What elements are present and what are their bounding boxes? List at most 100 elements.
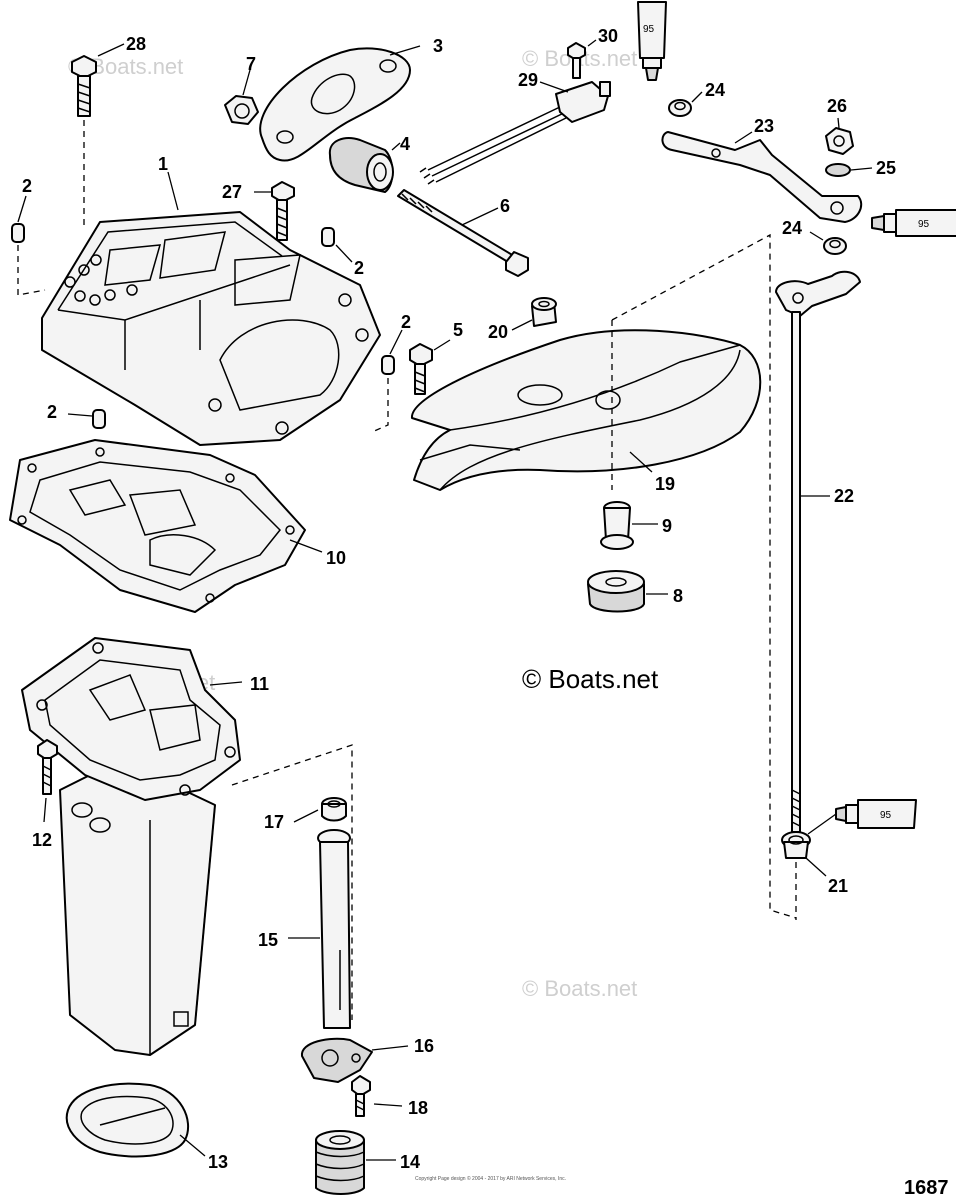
part-24-nut [823,237,847,255]
callout-28: 28 [126,34,146,54]
part-25-washer [825,163,851,177]
dashed-guide [17,245,46,296]
callout-14: 14 [400,1152,420,1172]
leader-line [373,1103,403,1107]
callout-7: 7 [246,54,256,74]
part-13-seal [65,1082,190,1158]
leader-line [809,231,824,241]
part-19-lower-cover [410,329,762,491]
callout-23: 23 [754,116,774,136]
part-22-shift-rod [775,270,861,833]
callout-17: 17 [264,812,284,832]
part-12-bolt [37,739,58,795]
callout-24: 24 [705,80,725,100]
part-26-nut [825,127,854,155]
dashed-guide [371,378,389,433]
sealant-label: 95 [880,810,892,821]
part-15-water-tube [317,829,351,1029]
callout-6: 6 [500,196,510,216]
watermark-faint: © Boats.net [522,976,637,1001]
callout-30: 30 [598,26,618,46]
callout-21: 21 [828,876,848,896]
leader-line [837,117,840,129]
leader-line [539,81,569,93]
callout-3: 3 [433,36,443,56]
callout-26: 26 [827,96,847,116]
leader-line [67,413,93,417]
sealant-tube-95: 95 [835,799,917,829]
leader-line [167,171,179,211]
callout-9: 9 [662,516,672,536]
leader-line [179,1134,206,1157]
copyright-note: Copyright Page design © 2004 - 2017 by A… [415,1175,566,1182]
part-29-sensor [419,81,611,185]
part-2-dowel-pin [11,223,25,243]
callout-27: 27 [222,182,242,202]
leader-line [807,813,837,835]
leader-line [17,195,27,223]
part-3-mount-plate [259,47,411,162]
part-9-bushing [600,501,634,550]
part-28-bolt [71,55,97,117]
part-4-rubber-mount [328,137,394,193]
callout-2: 2 [354,258,364,278]
part-8-spacer [587,570,645,613]
callout-12: 12 [32,830,52,850]
part-27-bolt [271,181,295,241]
part-24-nut [668,99,692,117]
part-14-seal [315,1130,365,1195]
callout-22: 22 [834,486,854,506]
part-17-grommet [321,797,347,822]
sealant-label: 95 [918,219,930,230]
leader-line [391,142,401,151]
leader-line [389,45,421,56]
callout-2: 2 [401,312,411,332]
leader-line [293,809,319,823]
callout-13: 13 [208,1152,228,1172]
leader-line [691,91,703,103]
callout-4: 4 [400,134,410,154]
callout-29: 29 [518,70,538,90]
callout-10: 10 [326,548,346,568]
leader-line [461,207,499,226]
part-18-screw [351,1075,371,1117]
leader-line [242,69,251,96]
callout-8: 8 [673,586,683,606]
leader-line [850,167,873,171]
callout-1: 1 [158,154,168,174]
part-7-nut [224,95,259,125]
callout-2: 2 [22,176,32,196]
dashed-guide [611,233,797,919]
callout-15: 15 [258,930,278,950]
callout-2: 2 [47,402,57,422]
leader-line [511,319,533,331]
part-1-adapter-plate [41,211,381,446]
part-21-bushing [781,831,811,859]
callout-25: 25 [876,158,896,178]
part-11-driveshaft-housing [21,637,241,1056]
leader-line [629,451,653,473]
callout-16: 16 [414,1036,434,1056]
dashed-guide [231,744,353,1020]
leader-line [734,131,753,144]
figure-number: 1687 [904,1177,949,1199]
leader-line [43,797,47,823]
leader-line [433,339,451,351]
leader-line [335,244,353,263]
part-2-dowel-pin [321,227,335,247]
sealant-tube-95: 95 [637,1,667,81]
callout-11: 11 [250,674,269,694]
leader-line [371,1045,409,1051]
watermark-main: © Boats.net [522,664,659,694]
sealant-label: 95 [643,24,655,35]
leader-line [389,329,403,355]
part-20-grommet [531,297,557,327]
leader-line [805,857,827,877]
part-2-dowel-pin [92,409,106,429]
leader-line [209,681,243,686]
callout-18: 18 [408,1098,428,1118]
part-2-dowel-pin [381,355,395,375]
callout-5: 5 [453,320,463,340]
part-16-tube-holder [300,1037,373,1083]
